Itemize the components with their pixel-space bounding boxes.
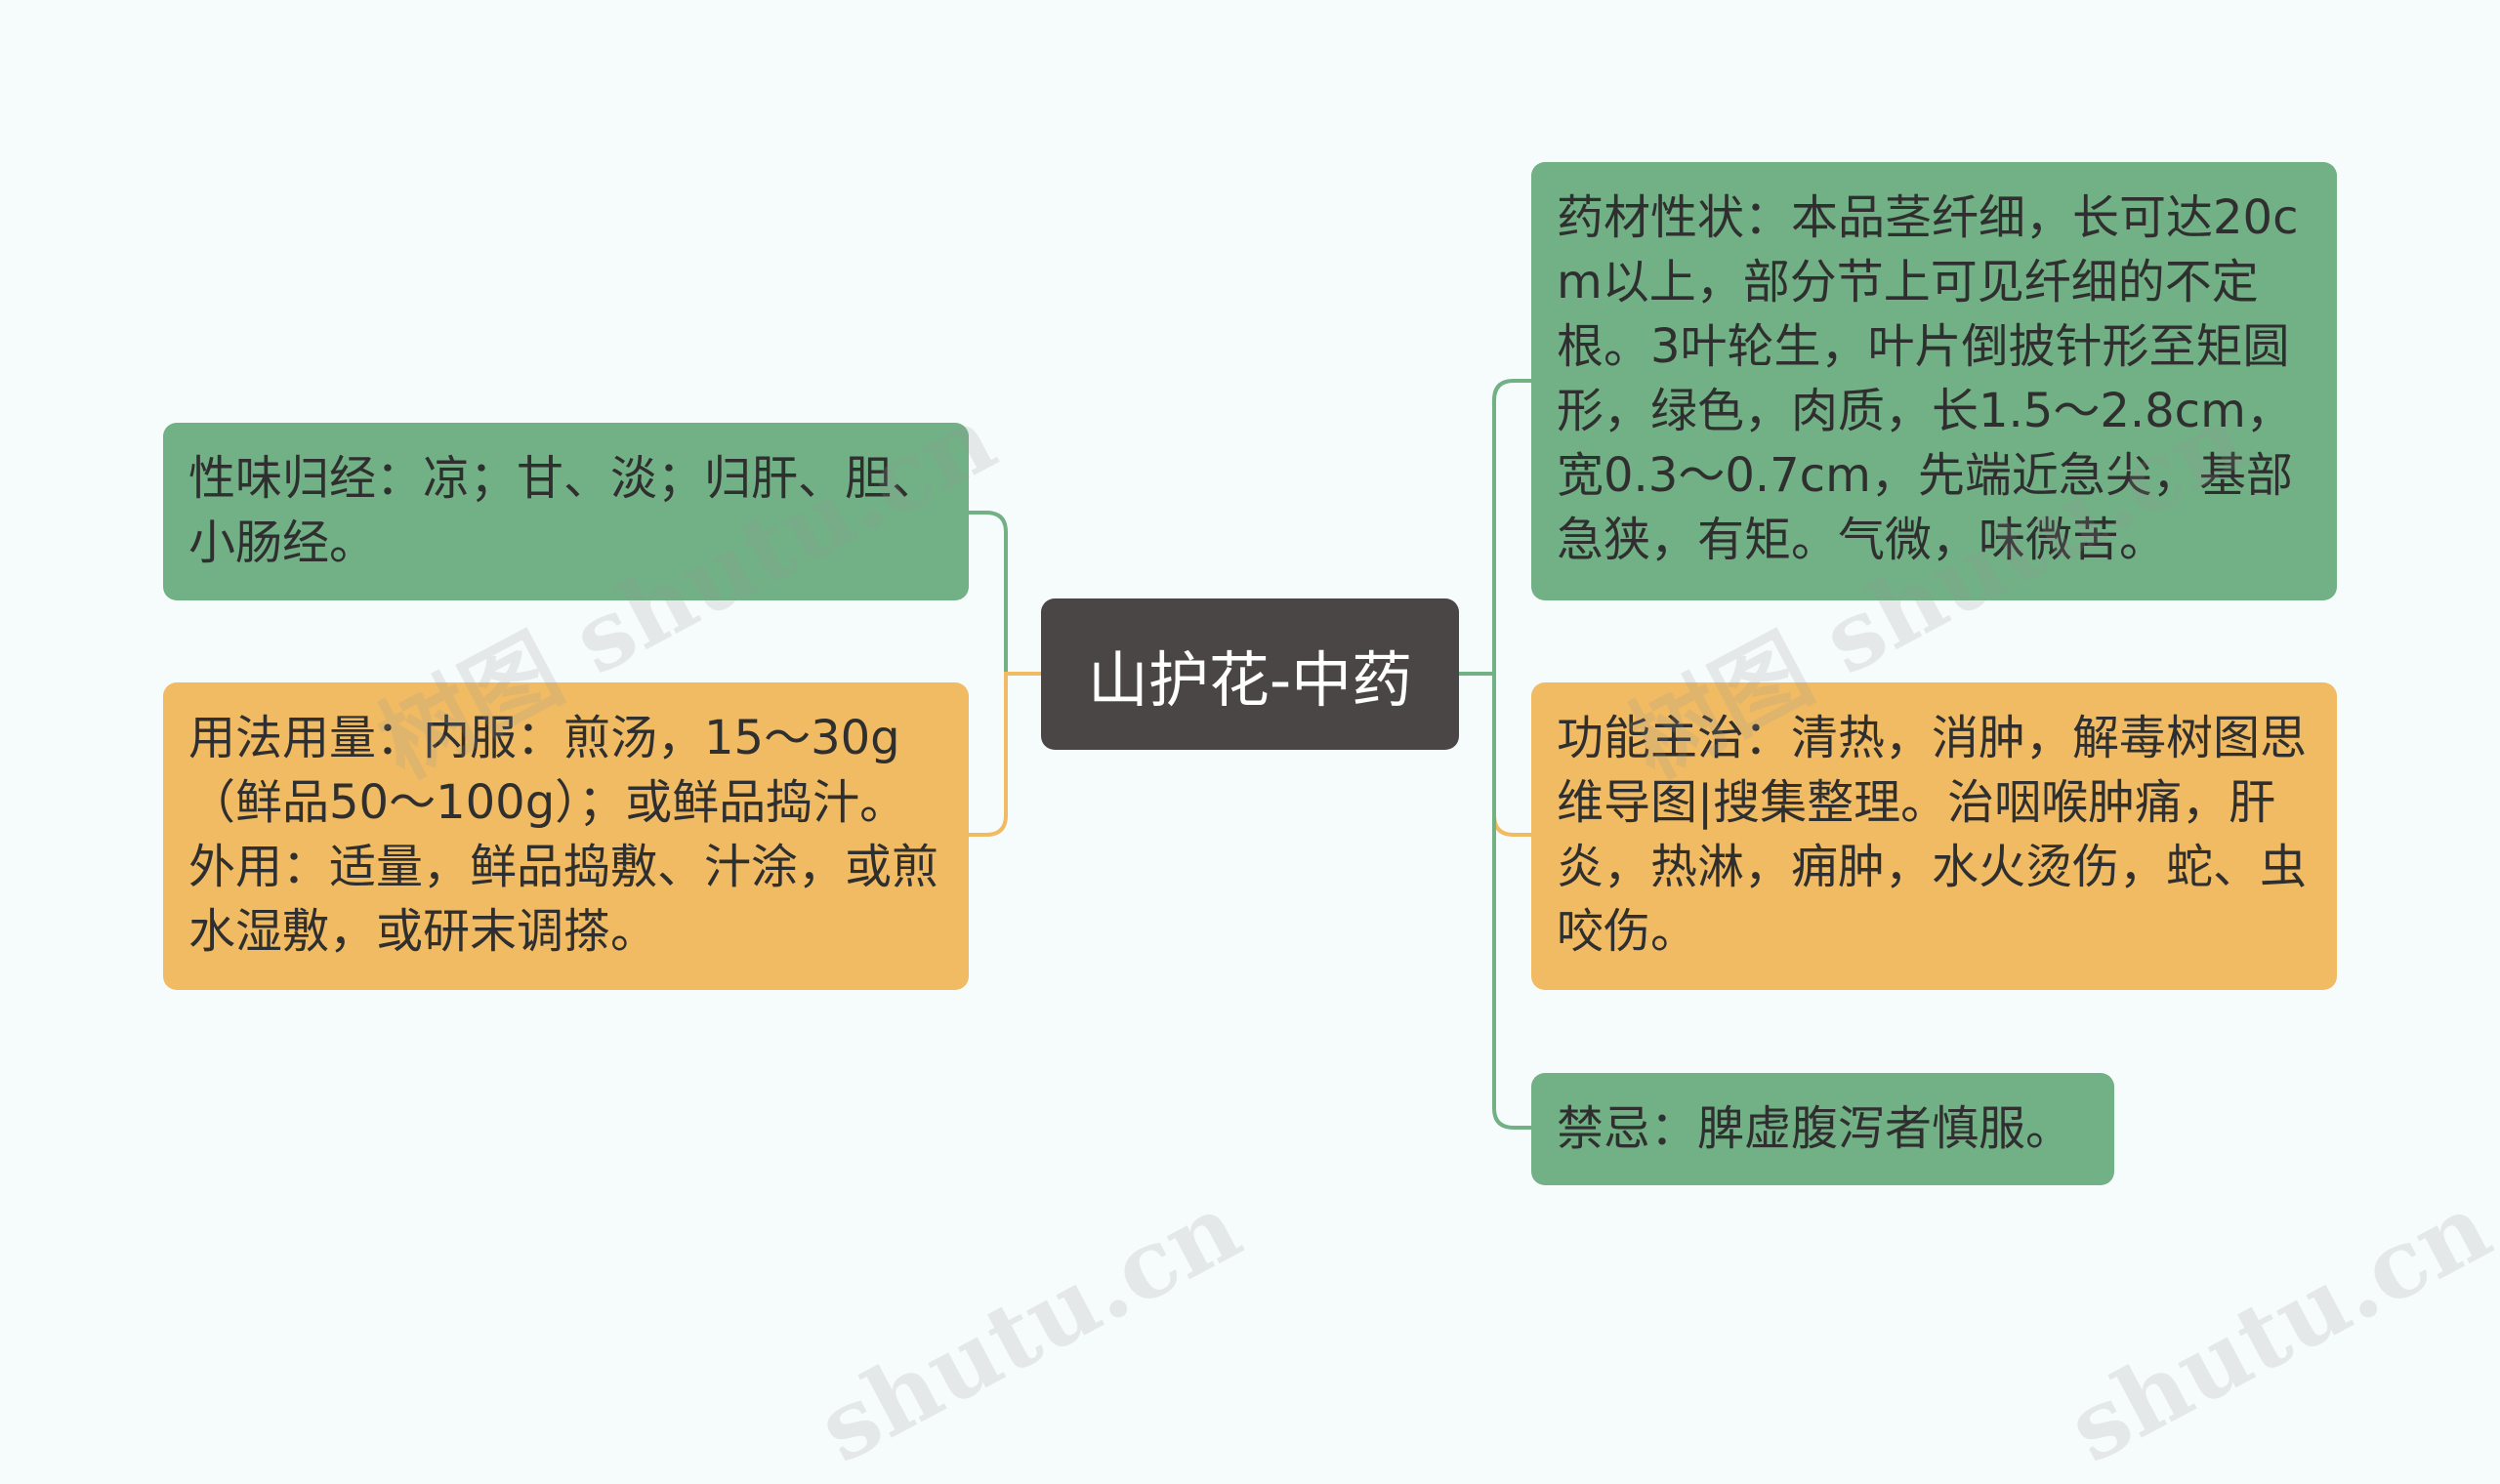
central-topic-title: 山护花-中药: [1087, 643, 1413, 716]
node-functions-indications-text: 功能主治：清热，消肿，解毒树图思维导图|搜集整理。治咽喉肿痛，肝炎，热淋，痈肿，…: [1557, 711, 2308, 959]
node-property-meridian-text: 性味归经：凉；甘、淡；归肝、胆、小肠经。: [188, 451, 939, 570]
mindmap-canvas: 性味归经：凉；甘、淡；归肝、胆、小肠经。 用法用量：内服：煎汤，15～30g（鲜…: [163, 162, 2500, 1484]
node-usage-dosage[interactable]: 用法用量：内服：煎汤，15～30g（鲜品50～100g）；或鲜品捣汁。外用：适量…: [163, 682, 969, 990]
connector-right-3: [1492, 674, 1531, 1130]
node-property-meridian[interactable]: 性味归经：凉；甘、淡；归肝、胆、小肠经。: [163, 423, 969, 600]
node-contraindications[interactable]: 禁忌：脾虚腹泻者慎服。: [1531, 1073, 2114, 1185]
connector-left-2: [969, 672, 1041, 837]
node-usage-dosage-text: 用法用量：内服：煎汤，15～30g（鲜品50～100g）；或鲜品捣汁。外用：适量…: [188, 711, 939, 959]
connector-lines: [969, 379, 1531, 1130]
central-topic[interactable]: 山护花-中药: [1041, 598, 1459, 750]
node-functions-indications[interactable]: 功能主治：清热，消肿，解毒树图思维导图|搜集整理。治咽喉肿痛，肝炎，热淋，痈肿，…: [1531, 682, 2337, 990]
node-herb-characteristics-text: 药材性状：本品茎纤细，长可达20cm以上，部分节上可见纤细的不定根。3叶轮生，叶…: [1557, 190, 2299, 567]
connector-right-2: [1492, 674, 1531, 837]
node-contraindications-text: 禁忌：脾虚腹泻者慎服。: [1557, 1101, 2073, 1156]
connector-left-1: [969, 511, 1041, 676]
node-herb-characteristics[interactable]: 药材性状：本品茎纤细，长可达20cm以上，部分节上可见纤细的不定根。3叶轮生，叶…: [1531, 162, 2337, 600]
connector-right-1: [1492, 379, 1531, 674]
